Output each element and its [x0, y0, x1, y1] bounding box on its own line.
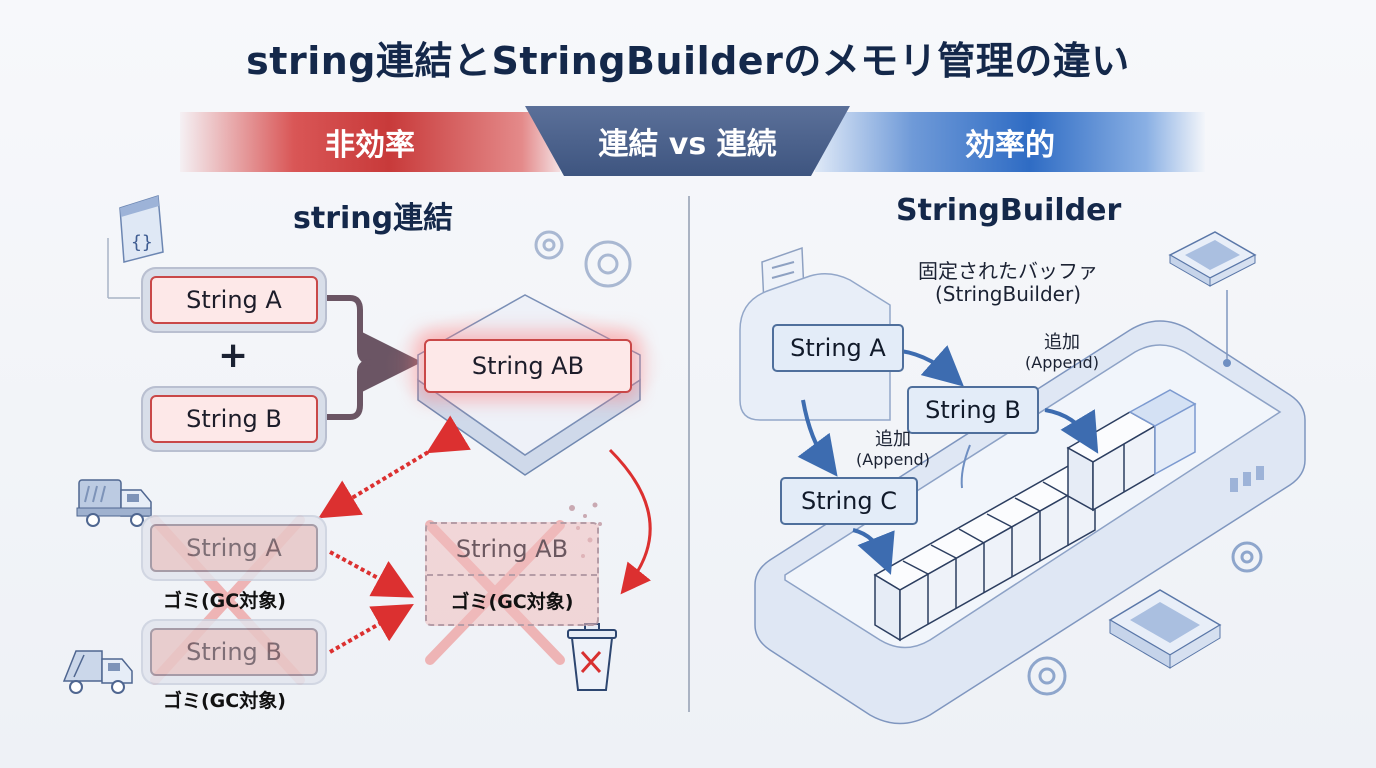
- gc-label-a: ゴミ(GC対象): [163, 590, 286, 612]
- gc-arrow-b: [329, 604, 414, 654]
- garbage-string-b: String B: [150, 628, 318, 676]
- gc-arrow-a: [329, 550, 415, 598]
- gc-label-ab: ゴミ(GC対象): [450, 590, 574, 613]
- garbage-string-a: String A: [150, 524, 318, 572]
- garbage-string-ab-label: String AB: [427, 524, 597, 576]
- svg-text:{}: {}: [131, 232, 153, 253]
- gc-label-b: ゴミ(GC対象): [163, 690, 286, 712]
- string-ab-box: String AB: [424, 339, 632, 393]
- append-label-2-en: (Append): [856, 449, 930, 469]
- banner-efficient-label: 効率的: [965, 128, 1055, 163]
- reference-arrow: [318, 415, 471, 519]
- append-label-2-ja: 追加: [875, 429, 911, 450]
- concat-arrow-a: [318, 295, 422, 392]
- append-label-1-en: (Append): [1025, 352, 1099, 372]
- concat-arrow-b: [318, 359, 373, 420]
- append-label-1-ja: 追加: [1044, 332, 1080, 353]
- buffer-blocks-filled: [1066, 389, 1197, 512]
- banner-inefficient: 非効率: [180, 112, 560, 172]
- buffer-label-title: 固定されたバッファ: [918, 259, 1098, 283]
- gear-icon: [534, 230, 632, 288]
- append-label-2: 追加 (Append): [843, 429, 943, 469]
- string-b-box: String B: [150, 395, 318, 443]
- right-diagram-graphics: [739, 231, 1306, 725]
- append-label-1: 追加 (Append): [1012, 332, 1112, 372]
- banner-comparison-label: 連結 vs 連続: [598, 127, 777, 162]
- buffer-blocks: [873, 464, 1097, 642]
- banner-efficient: 効率的: [815, 112, 1205, 172]
- plus-icon: +: [218, 335, 249, 376]
- chip-icon: [1108, 589, 1222, 669]
- buffer-label: 固定されたバッファ (StringBuilder): [898, 260, 1118, 306]
- append-arrow-a-c: [797, 399, 838, 477]
- gear-icon: [1027, 541, 1263, 696]
- sb-string-b-box: String B: [907, 386, 1039, 434]
- discard-arrow: [608, 448, 652, 595]
- garbage-string-ab: String AB ゴミ(GC対象): [425, 522, 599, 626]
- append-arrow-b: [1044, 408, 1099, 454]
- garbage-truck-icon: [76, 479, 152, 527]
- append-guide: [960, 444, 971, 489]
- sb-string-c-box: String C: [780, 477, 918, 525]
- banner-comparison: 連結 vs 連続: [525, 106, 850, 176]
- banner-inefficient-label: 非効率: [325, 128, 415, 163]
- garbage-truck-icon: [62, 650, 133, 694]
- chip-icon: [1168, 231, 1257, 367]
- buffer-label-subtitle: (StringBuilder): [934, 282, 1082, 306]
- string-a-box: String A: [150, 276, 318, 324]
- sb-string-a-box: String A: [772, 324, 904, 372]
- append-arrow-c: [852, 528, 895, 575]
- code-window-icon: {}: [107, 195, 164, 299]
- left-section-title: string連結: [293, 201, 454, 236]
- trash-can-icon: [567, 623, 617, 691]
- page-title: string連結とStringBuilderのメモリ管理の違い: [246, 39, 1130, 83]
- right-section-title: StringBuilder: [896, 193, 1122, 228]
- section-divider: [688, 196, 690, 712]
